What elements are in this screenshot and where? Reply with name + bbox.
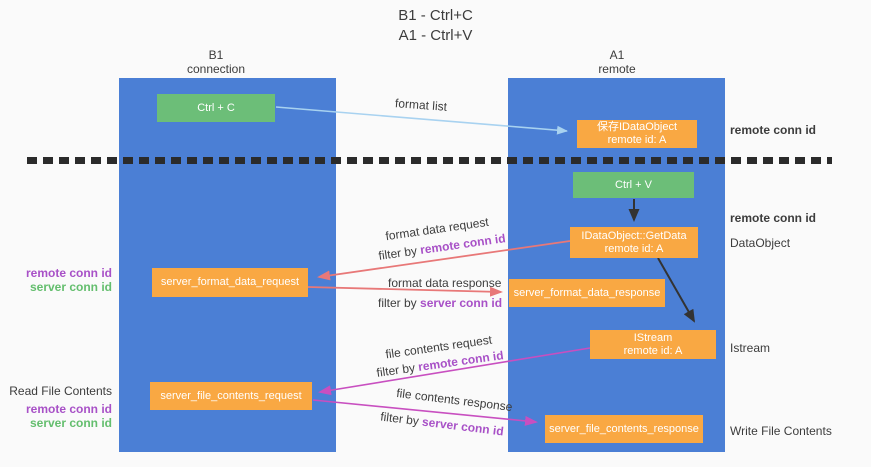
left-legend-bottom: remote conn id server conn id xyxy=(0,402,112,430)
filter-by-text: filter by xyxy=(375,360,420,380)
istream-annotation: Istream xyxy=(730,341,771,355)
read-file-contents-annotation: Read File Contents xyxy=(9,384,112,398)
title-line-1: B1 - Ctrl+C xyxy=(398,7,473,24)
istream-box: IStream remote id: A xyxy=(590,330,716,359)
left-legend-top: remote conn id server conn id xyxy=(0,266,112,294)
format-data-response-filter: filter by server conn id xyxy=(378,296,502,310)
save-idataobject-line1: 保存IDataObject xyxy=(596,121,678,133)
server-conn-id-legend: server conn id xyxy=(29,280,112,294)
filter-by-text: filter by xyxy=(377,243,422,263)
write-file-contents-annotation: Write File Contents xyxy=(730,424,832,438)
ctrl-c-label: Ctrl + C xyxy=(197,101,235,114)
getdata-line1: IDataObject::GetData xyxy=(581,229,687,242)
server-conn-id-value: server conn id xyxy=(420,296,503,310)
server-format-data-request-box: server_format_data_request xyxy=(152,268,308,297)
istream-line1: IStream xyxy=(633,331,673,344)
ctrl-v-box: Ctrl + V xyxy=(573,172,694,198)
remote-conn-id-annotation-top: remote conn id xyxy=(730,123,817,137)
server-file-contents-request-box: server_file_contents_request xyxy=(150,382,312,410)
server-file-contents-response-label: server_file_contents_response xyxy=(549,422,699,435)
lane-b1-name: B1 xyxy=(208,48,224,62)
lane-header-a1: A1 remote xyxy=(508,48,726,76)
format-data-response-label: format data response xyxy=(388,276,502,290)
session-divider-dashed-line xyxy=(27,157,832,164)
lane-b1-role: connection xyxy=(186,62,246,76)
server-format-data-request-label: server_format_data_request xyxy=(160,276,300,288)
file-contents-response-label: file contents response xyxy=(395,385,514,415)
filter-by-text: filter by xyxy=(379,409,424,429)
server-conn-id-legend: server conn id xyxy=(29,416,112,430)
server-conn-id-value: server conn id xyxy=(421,414,505,439)
remote-conn-id-annotation-mid: remote conn id xyxy=(730,211,817,225)
file-contents-response-filter: filter by server conn id xyxy=(380,409,505,438)
filter-by-text: filter by xyxy=(378,296,421,310)
save-idataobject-line2: remote id: A xyxy=(607,134,667,146)
lane-a1-name: A1 xyxy=(609,48,625,62)
title-line-2: A1 - Ctrl+V xyxy=(398,27,473,44)
server-format-data-response-box: server_format_data_response xyxy=(509,279,665,307)
format-list-label: format list xyxy=(394,96,448,114)
getdata-line2: remote id: A xyxy=(604,242,664,255)
diagram-title: B1 - Ctrl+C A1 - Ctrl+V xyxy=(0,6,871,46)
server-format-data-response-label: server_format_data_response xyxy=(513,286,661,299)
lane-header-b1: B1 connection xyxy=(119,48,313,76)
remote-conn-id-legend: remote conn id xyxy=(25,266,112,280)
ctrl-v-label: Ctrl + V xyxy=(615,178,652,191)
server-file-contents-request-label: server_file_contents_request xyxy=(160,389,302,402)
save-idataobject-box: 保存IDataObject remote id: A xyxy=(577,120,697,148)
dataobject-annotation: DataObject xyxy=(730,236,791,250)
lane-a1-role: remote xyxy=(598,62,636,76)
server-file-contents-response-box: server_file_contents_response xyxy=(545,415,703,443)
remote-conn-id-legend: remote conn id xyxy=(25,402,112,416)
idataobject-getdata-box: IDataObject::GetData remote id: A xyxy=(570,227,698,258)
ctrl-c-box: Ctrl + C xyxy=(157,94,275,122)
istream-line2: remote id: A xyxy=(623,344,683,357)
